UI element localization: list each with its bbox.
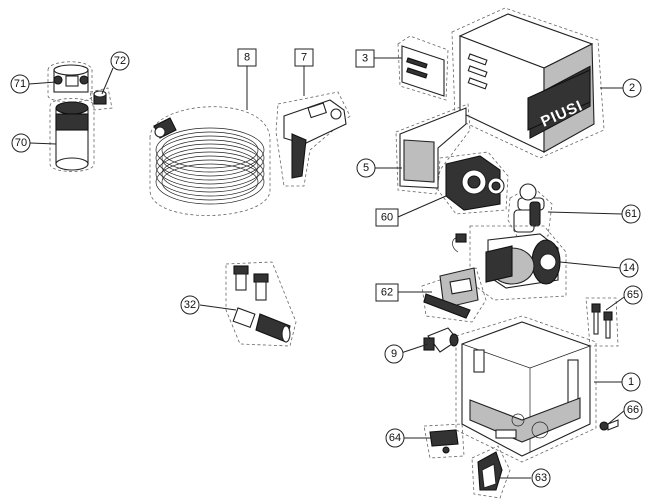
- part-cover-2: PIUSI: [451, 7, 605, 159]
- callout-8: 8: [237, 48, 257, 67]
- callout-72: 72: [110, 51, 130, 71]
- callout-2: 2: [622, 78, 642, 98]
- part-nipple-72: [89, 87, 113, 111]
- part-screw-66: [599, 419, 619, 431]
- callout-label-32: 32: [184, 299, 196, 311]
- part-elbow-61: [507, 183, 553, 239]
- callout-32: 32: [180, 295, 200, 315]
- callout-3: 3: [355, 49, 375, 68]
- callout-label-66: 66: [627, 404, 639, 416]
- callout-64: 64: [385, 428, 405, 448]
- callout-71: 71: [10, 74, 30, 94]
- callout-7: 7: [294, 48, 314, 67]
- callout-label-1: 1: [628, 376, 634, 388]
- callout-66: 66: [623, 400, 643, 420]
- part-label-plate-3: [397, 35, 449, 101]
- callout-60: 60: [375, 208, 399, 227]
- callout-label-65: 65: [627, 289, 639, 301]
- callout-label-9: 9: [391, 348, 397, 360]
- callout-label-71: 71: [14, 78, 26, 90]
- callout-label-60: 60: [381, 212, 393, 224]
- callout-label-62: 62: [381, 287, 393, 299]
- part-filter-head-71: [47, 61, 93, 103]
- callout-label-14: 14: [623, 262, 635, 274]
- part-pump-motor-14: [452, 225, 567, 301]
- part-electrical-box-62: [421, 267, 487, 323]
- callout-label-63: 63: [535, 472, 547, 484]
- part-assembly-60: [437, 151, 509, 215]
- callout-14: 14: [619, 258, 639, 278]
- callout-62: 62: [375, 283, 399, 302]
- part-nozzle-7: [275, 91, 351, 187]
- callout-1: 1: [621, 372, 641, 392]
- callout-label-2: 2: [629, 82, 635, 94]
- callout-70: 70: [11, 133, 31, 153]
- leader-lines: [28, 57, 628, 479]
- callout-61: 61: [621, 204, 641, 224]
- callout-label-72: 72: [114, 55, 126, 67]
- callout-label-7: 7: [301, 52, 307, 64]
- callout-label-3: 3: [362, 53, 368, 65]
- part-bracket-5: [395, 103, 471, 195]
- part-fitting-9: [423, 327, 459, 353]
- callout-5: 5: [356, 158, 376, 178]
- callout-label-5: 5: [363, 162, 369, 174]
- callout-9: 9: [384, 344, 404, 364]
- part-bolts-65: [585, 297, 619, 347]
- part-clip-64: [423, 423, 465, 459]
- part-filter-70: [49, 98, 95, 172]
- callout-label-64: 64: [389, 432, 401, 444]
- callout-label-61: 61: [625, 208, 637, 220]
- part-hose-8: [149, 106, 271, 216]
- callout-63: 63: [531, 468, 551, 488]
- callout-label-8: 8: [244, 52, 250, 64]
- part-fittings-kit-32: [225, 261, 297, 347]
- callout-65: 65: [623, 285, 643, 305]
- callout-label-70: 70: [15, 137, 27, 149]
- part-bracket-63: [471, 445, 511, 499]
- part-frame-1: [455, 315, 597, 463]
